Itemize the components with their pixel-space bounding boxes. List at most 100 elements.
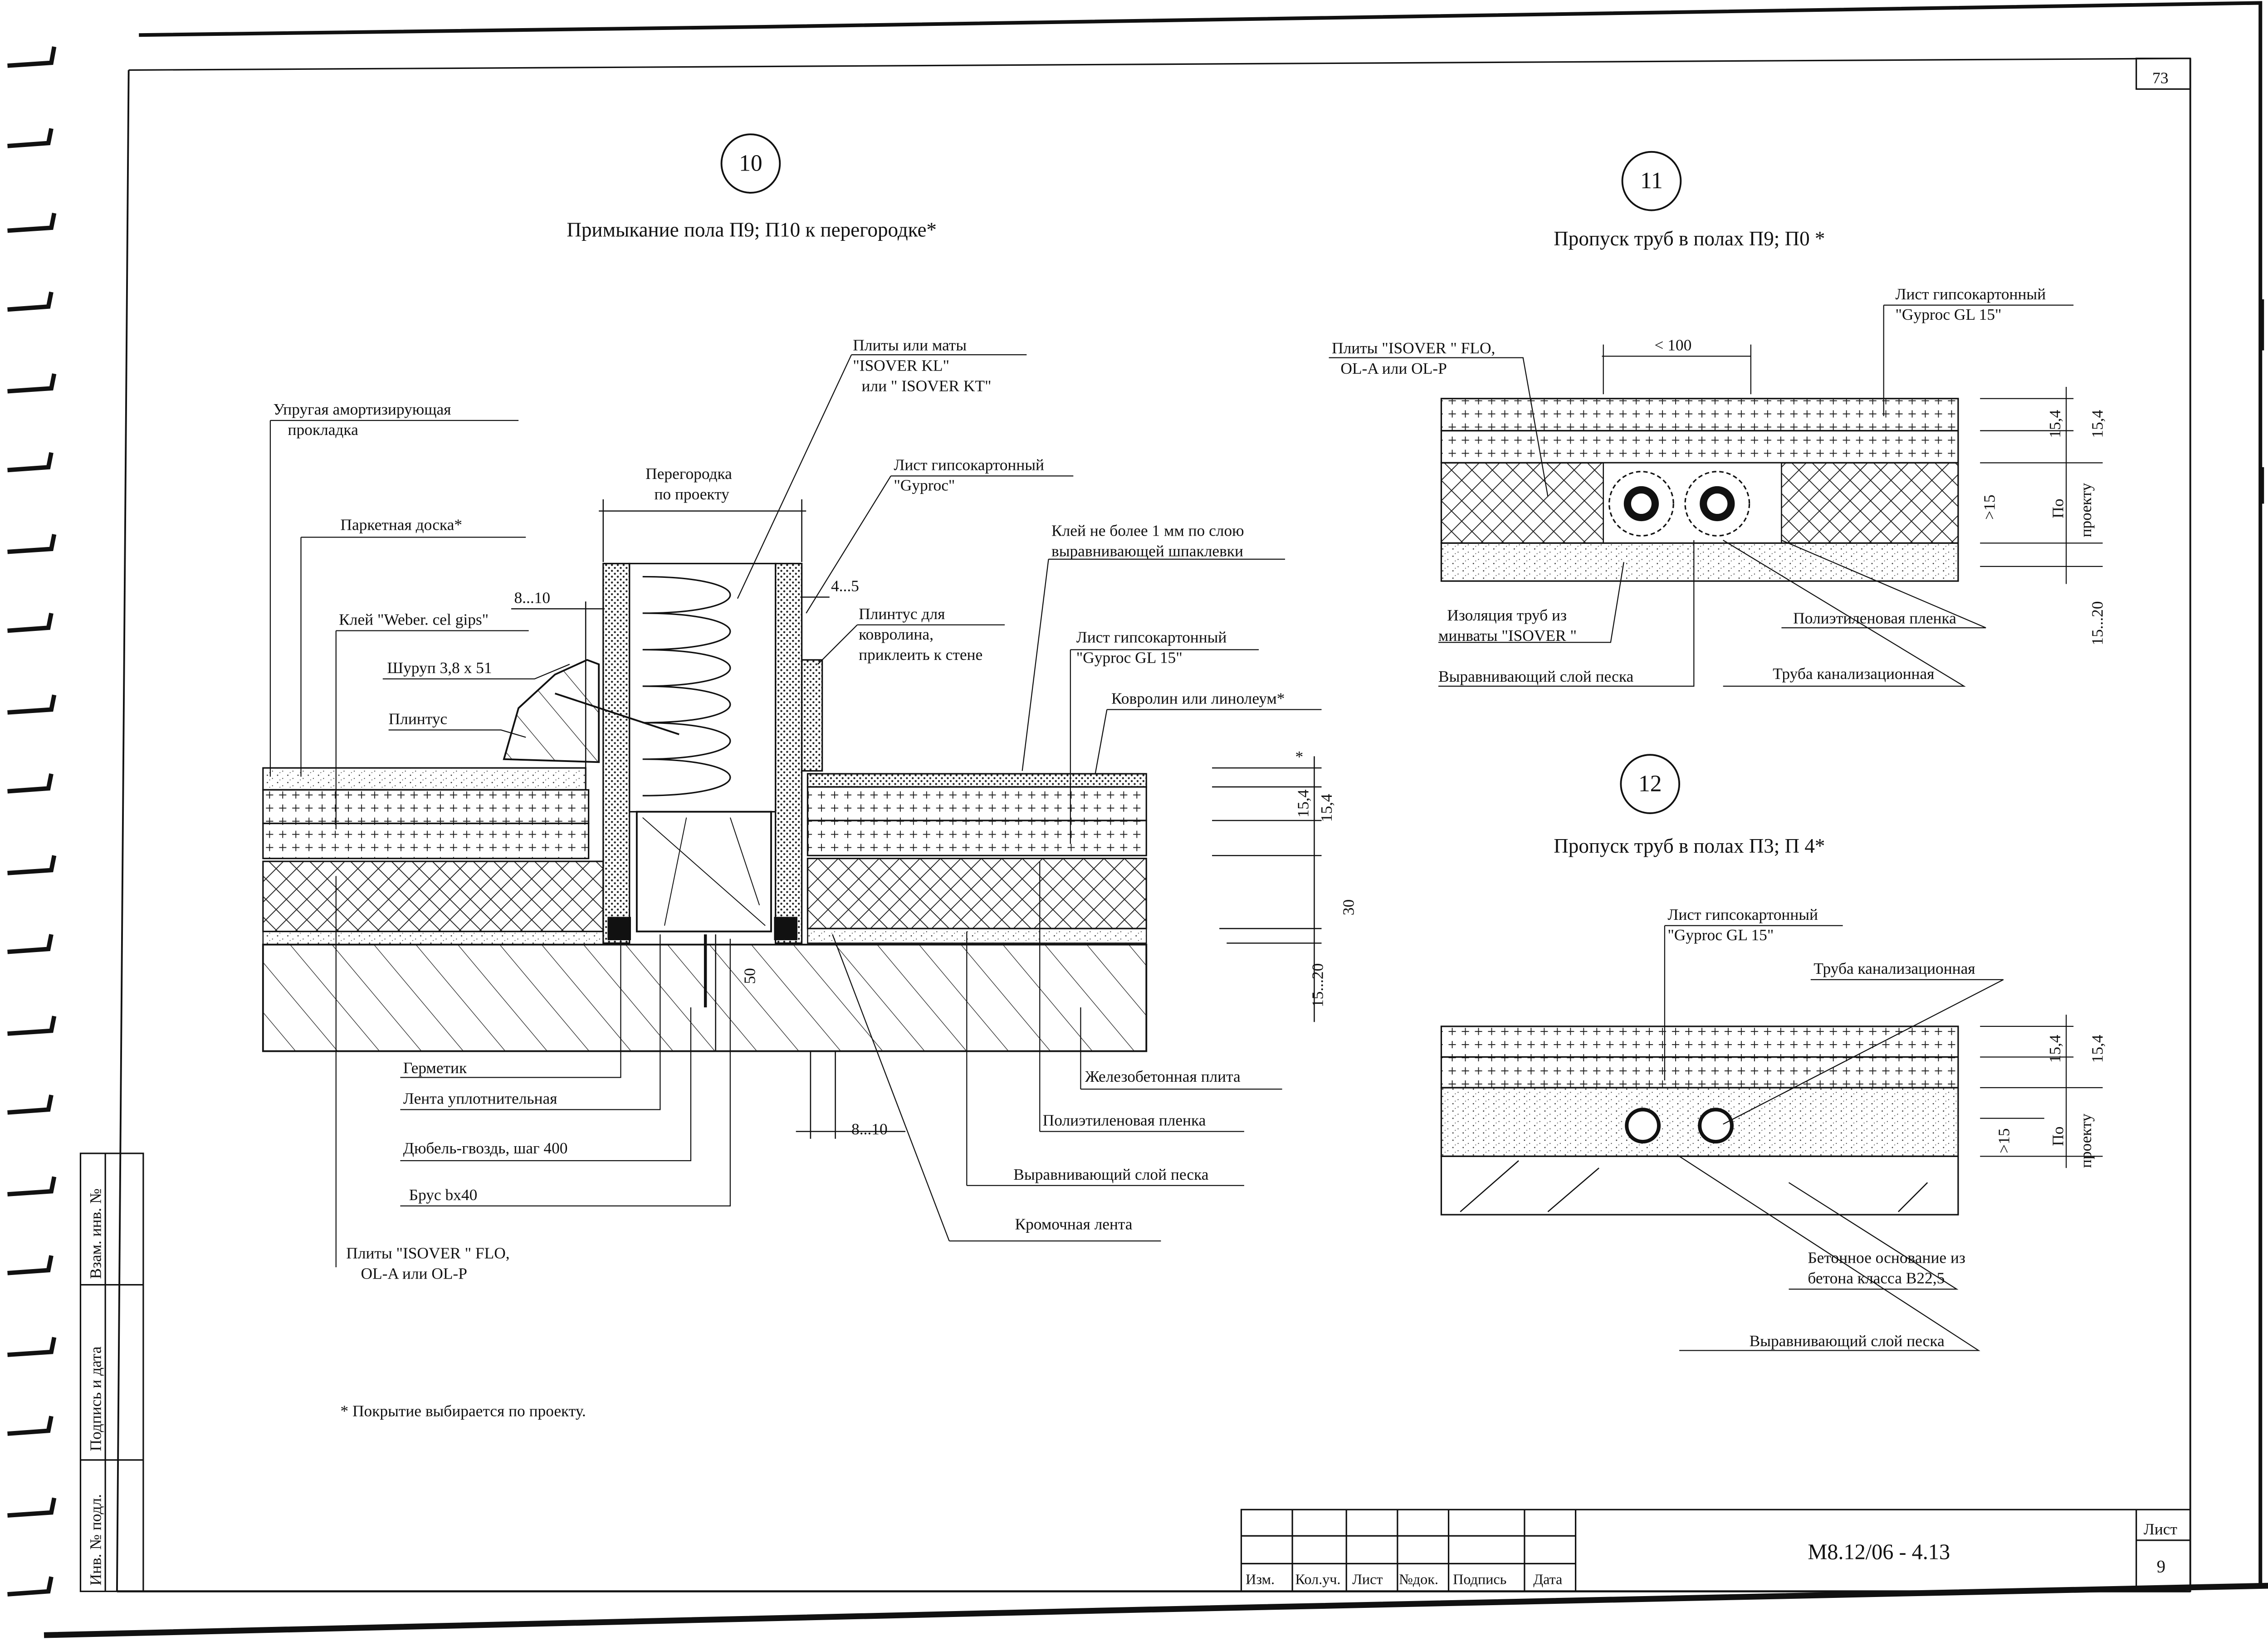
left-gypsum-1 [262, 789, 590, 825]
screw [554, 693, 679, 735]
n11-izolyaciya-1: Изоляция труб из [1447, 606, 1567, 624]
node-12-dims-leaders [1664, 925, 2103, 1351]
n11-dim-100: < 100 [1654, 336, 1691, 354]
n11-plity-isover-1: Плиты "ISOVER " FLO, [1332, 339, 1495, 357]
node-11-number: 11 [1640, 168, 1663, 194]
stamp-vzam-inv: Взам. инв. № [87, 1188, 105, 1279]
node-10: 10 Примыкание пола П9; П10 к перегородке… [262, 133, 1357, 1283]
n12-list-gl15-2: "Gyproc GL 15" [1667, 926, 1774, 944]
n12-vyravn-pesok: Выравнивающий слой песка [1750, 1332, 1945, 1350]
label-vyravn-pesok: Выравнивающий слой песка [1013, 1165, 1208, 1183]
label-germetik: Герметик [403, 1059, 467, 1077]
n12-gypsum-1 [1440, 1026, 1959, 1058]
n11-gypsum-1 [1440, 398, 1959, 432]
node-10-marker [720, 133, 781, 194]
n12-dim-gt15: >15 [1995, 1128, 2013, 1153]
right-isover-board [807, 858, 1147, 929]
label-dim-15-4-b: 15,4 [1317, 794, 1335, 822]
parquet-board [262, 767, 587, 791]
label-plintus-kovr-3: приклеить к стене [859, 645, 982, 664]
col-izm: Изм. [1246, 1571, 1275, 1587]
carpet-layer [807, 773, 1147, 788]
node-11-title: Пропуск труб в полах П9; П0 * [1554, 227, 1825, 250]
n11-dim-15-4-a: 15,4 [2046, 410, 2064, 438]
col-kol-uch: Кол.уч. [1295, 1571, 1341, 1587]
label-plity-isover-2: OL-A или OL-P [361, 1265, 467, 1283]
n11-dim-gt15: >15 [1980, 495, 1998, 520]
label-plity-maty-3: или " ISOVER KT" [862, 377, 992, 395]
label-uprugaya-1: Упругая амортизирующая [273, 400, 451, 418]
n11-sand-layer [1440, 542, 1959, 582]
n11-polietilen: Полиэтиленовая пленка [1793, 609, 1956, 627]
title-block-headers: Изм. Кол.уч. Лист №док. Подпись Дата [1246, 1571, 1562, 1587]
n12-beton-1: Бетонное основание из [1808, 1248, 1965, 1266]
label-dim-30: 30 [1339, 899, 1357, 915]
label-plintus: Плинтус [389, 710, 448, 728]
col-ndok: №док. [1399, 1571, 1438, 1587]
right-sand-layer [807, 928, 1147, 944]
node-11-marker [1621, 151, 1682, 211]
side-stamp [79, 1153, 144, 1592]
n11-dim-15-4-b: 15,4 [2088, 410, 2107, 438]
node-10-title: Примыкание пола П9; П10 к перегородке* [567, 218, 937, 241]
n12-gypsum-2 [1440, 1056, 1959, 1089]
title-block [1240, 1509, 2191, 1592]
n12-concrete-base [1440, 1155, 1959, 1216]
node-12-labels: Лист гипсокартонный "Gyproc GL 15" Труба… [1667, 905, 2106, 1350]
label-plity-maty-1: Плиты или маты [853, 336, 967, 354]
col-podpis: Подпись [1453, 1571, 1506, 1587]
n11-gypsum-2 [1440, 430, 1959, 464]
right-gypsum-2 [807, 820, 1147, 856]
label-kromochnaya: Кромочная лента [1015, 1215, 1133, 1233]
n11-list-gl15-1: Лист гипсокартонный [1895, 285, 2046, 303]
n11-po-proektu-1: По [2049, 498, 2067, 518]
sheet-label: Лист [2144, 1520, 2177, 1538]
node-10-number: 10 [739, 151, 762, 176]
node-12-number: 12 [1638, 771, 1662, 797]
left-isover-board [262, 860, 604, 933]
node-10-labels: Упругая амортизирующая прокладка Паркетн… [273, 336, 1357, 1283]
sheet-number: 9 [2157, 1558, 2165, 1577]
label-klei-1mm-2: выравнивающей шпаклевки [1051, 542, 1243, 560]
corner-number: 73 [2152, 68, 2168, 87]
label-plintus-kovr-2: ковролина, [859, 625, 934, 643]
n11-pipes [1608, 471, 1750, 537]
label-dim-8-10-top: 8...10 [514, 588, 550, 606]
n12-po-proektu-1: По [2049, 1127, 2067, 1146]
label-dim-50: 50 [741, 968, 759, 984]
col-list: Лист [1352, 1571, 1383, 1587]
label-plintus-kovr-1: Плинтус для [859, 605, 945, 623]
footnote: * Покрытие выбирается по проекту. [340, 1402, 586, 1420]
label-shurup: Шуруп 3,8 х 51 [387, 659, 492, 677]
label-dim-15-4-a: 15,4 [1294, 789, 1312, 817]
node-12-title: Пропуск труб в полах П3; П 4* [1554, 835, 1825, 857]
n11-list-gl15-2: "Gyproc GL 15" [1895, 305, 2001, 323]
label-uprugaya-2: прокладка [288, 420, 359, 439]
n11-po-proektu-2: проекту [2077, 483, 2095, 537]
partition-right-sheet [775, 562, 803, 944]
node-12: 12 Пропуск труб в полах П3; П 4* Лист ги… [1440, 754, 2107, 1351]
left-gypsum-2 [262, 822, 590, 860]
binding-marks [7, 46, 57, 1597]
carpet-plinth [801, 659, 823, 772]
node-11: 11 Пропуск труб в полах П9; П0 * [1329, 151, 2107, 687]
label-brus: Брус bх40 [409, 1186, 478, 1204]
n12-po-proektu-2: проекту [2077, 1114, 2095, 1168]
n12-dim-15-4-a: 15,4 [2046, 1035, 2064, 1063]
label-plity-isover-1: Плиты "ISOVER " FLO, [346, 1244, 509, 1262]
node-10-dimensions [511, 499, 1322, 1139]
label-dim-8-10-bot: 8...10 [851, 1120, 888, 1138]
label-klei-1mm-1: Клей не более 1 мм по слою [1051, 521, 1244, 539]
label-dim-4-5: 4...5 [831, 577, 859, 595]
sealing-tape-left [607, 917, 631, 940]
n12-beton-2: бетона класса В22,5 [1808, 1269, 1945, 1287]
node-11-dims-leaders [1329, 304, 2103, 687]
partition-left-sheet [602, 562, 631, 944]
label-list-gyproc-1: Лист гипсокартонный [894, 455, 1044, 474]
document-code: М8.12/06 - 4.13 [1808, 1540, 1950, 1564]
label-klei-weber: Клей "Weber. cel gips" [339, 610, 489, 629]
label-parket: Паркетная доска* [340, 515, 462, 533]
n11-pipe-zone [1603, 462, 1782, 544]
stamp-podpis-data: Подпись и дата [87, 1346, 105, 1451]
